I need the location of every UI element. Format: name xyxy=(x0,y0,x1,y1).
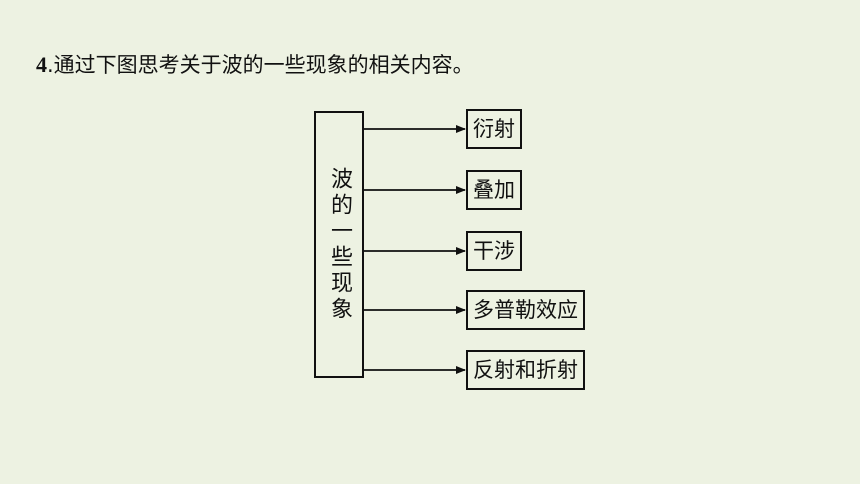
node-interference: 干涉 xyxy=(466,231,522,271)
node-reflection-refraction: 反射和折射 xyxy=(466,350,585,390)
node-doppler-effect: 多普勒效应 xyxy=(466,290,585,330)
node-superposition: 叠加 xyxy=(466,170,522,210)
root-node-label: 波的一些现象 xyxy=(327,166,352,323)
root-node: 波的一些现象 xyxy=(314,111,364,378)
node-diffraction: 衍射 xyxy=(466,109,522,149)
question-text: 4.通过下图思考关于波的一些现象的相关内容。 xyxy=(36,50,474,80)
question-number: 4 xyxy=(36,52,47,77)
question-body: .通过下图思考关于波的一些现象的相关内容。 xyxy=(47,53,474,77)
